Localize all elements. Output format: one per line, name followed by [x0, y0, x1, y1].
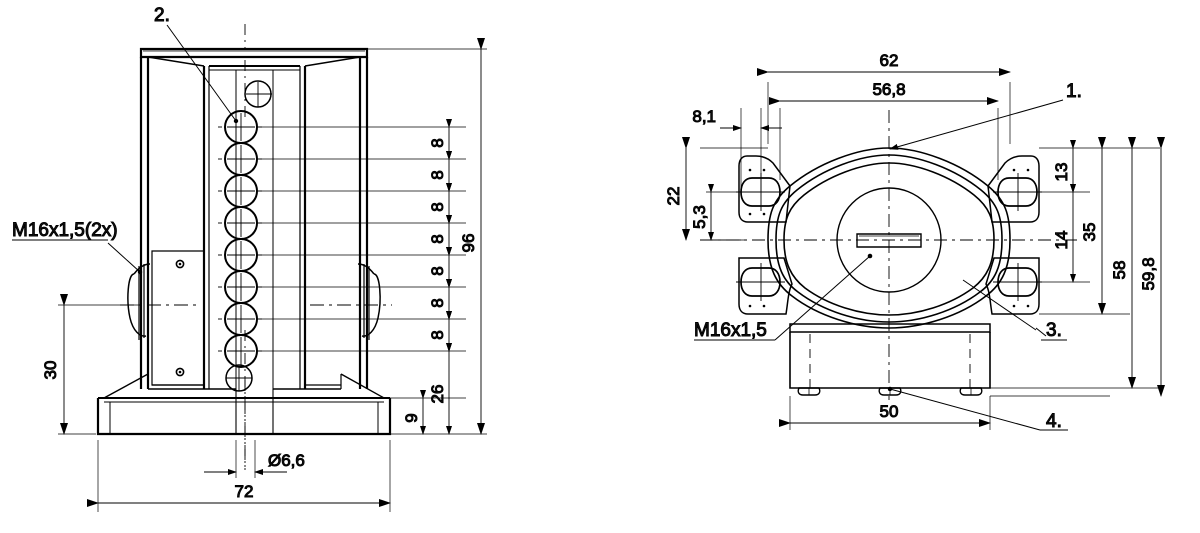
dim-base-thickness: 9 [402, 413, 421, 422]
left-view-geometry [96, 24, 392, 472]
dim-hole-diameter: Ø6,6 [268, 451, 305, 470]
thread-callout-right: M16x1,5 [694, 320, 767, 341]
dim-pitch-3: 8 [428, 202, 447, 211]
dim-right-base-width: 50 [880, 402, 899, 421]
dim-pitch-7: 8 [428, 330, 447, 339]
dim-pitch-2: 8 [428, 170, 447, 179]
right-view-geometry [700, 110, 1080, 400]
left-view-dimensions: 8 8 8 8 8 8 8 26 9 96 30 72 Ø6,6 [41, 38, 485, 512]
dim-ear-span: 22 [664, 187, 683, 206]
dim-pitch-5: 8 [428, 266, 447, 275]
dim-lower-port: 14 [1052, 231, 1071, 250]
dim-port-group: 35 [1080, 223, 1099, 242]
dim-total-height: 96 [459, 234, 478, 253]
dim-axis-height: 30 [41, 361, 60, 380]
dim-pitch-1: 8 [428, 138, 447, 147]
item-label-2: 2. [154, 5, 170, 26]
item-label-4: 4. [1046, 411, 1062, 432]
right-view-labels: 1. 3. 4. M16x1,5 [694, 81, 1083, 433]
left-view-labels: 2. M16x1,5(2x) [12, 5, 237, 273]
dim-inner-width: 56,8 [872, 80, 905, 99]
dim-upper-port: 13 [1052, 163, 1071, 182]
dim-ear-half: 5,3 [690, 205, 709, 229]
item-label-1: 1. [1066, 81, 1082, 102]
dim-body-height: 58 [1110, 261, 1129, 280]
left-view-extension-lines [256, 48, 487, 435]
right-view-dimensions: 62 56,8 8,1 22 5,3 13 14 35 58 59,8 50 [664, 51, 1165, 427]
dim-overall-width: 62 [880, 51, 899, 70]
thread-callout-left: M16x1,5(2x) [12, 220, 118, 241]
dim-ear-offset: 8,1 [692, 107, 716, 126]
dim-pitch-6: 8 [428, 298, 447, 307]
bore-column [218, 80, 272, 392]
dim-pitch-4: 8 [428, 234, 447, 243]
dim-lower-height: 26 [428, 385, 447, 404]
dim-base-width: 72 [235, 482, 254, 501]
dim-overall-height: 59,8 [1139, 257, 1158, 290]
item-label-3: 3. [1046, 320, 1062, 341]
